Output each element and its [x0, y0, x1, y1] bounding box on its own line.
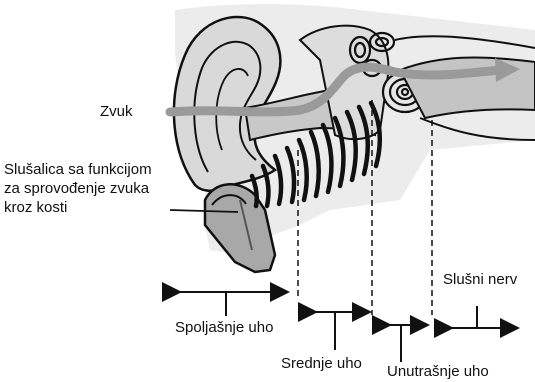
- label-auditory-nerve: Slušni nerv: [443, 270, 517, 289]
- auditory-nerve-band: [400, 57, 535, 118]
- label-headset-line1: Slušalica sa funkcijom: [4, 160, 152, 179]
- outer-ear-span-arrow: [172, 292, 280, 316]
- label-outer-ear: Spoljašnje uho: [175, 318, 273, 337]
- label-inner-ear: Unutrašnje uho: [387, 362, 489, 381]
- label-headset-line2: za sprovođenje zvuka: [4, 179, 152, 198]
- nerve-span-arrow: [444, 306, 510, 328]
- label-headset-line3: kroz kosti: [4, 198, 152, 217]
- label-headset: Slušalica sa funkcijom za sprovođenje zv…: [4, 160, 152, 217]
- middle-ear-span-arrow: [308, 312, 362, 350]
- inner-ear-span-arrow: [382, 325, 420, 362]
- label-sound: Zvuk: [100, 102, 133, 121]
- label-middle-ear: Srednje uho: [281, 354, 362, 373]
